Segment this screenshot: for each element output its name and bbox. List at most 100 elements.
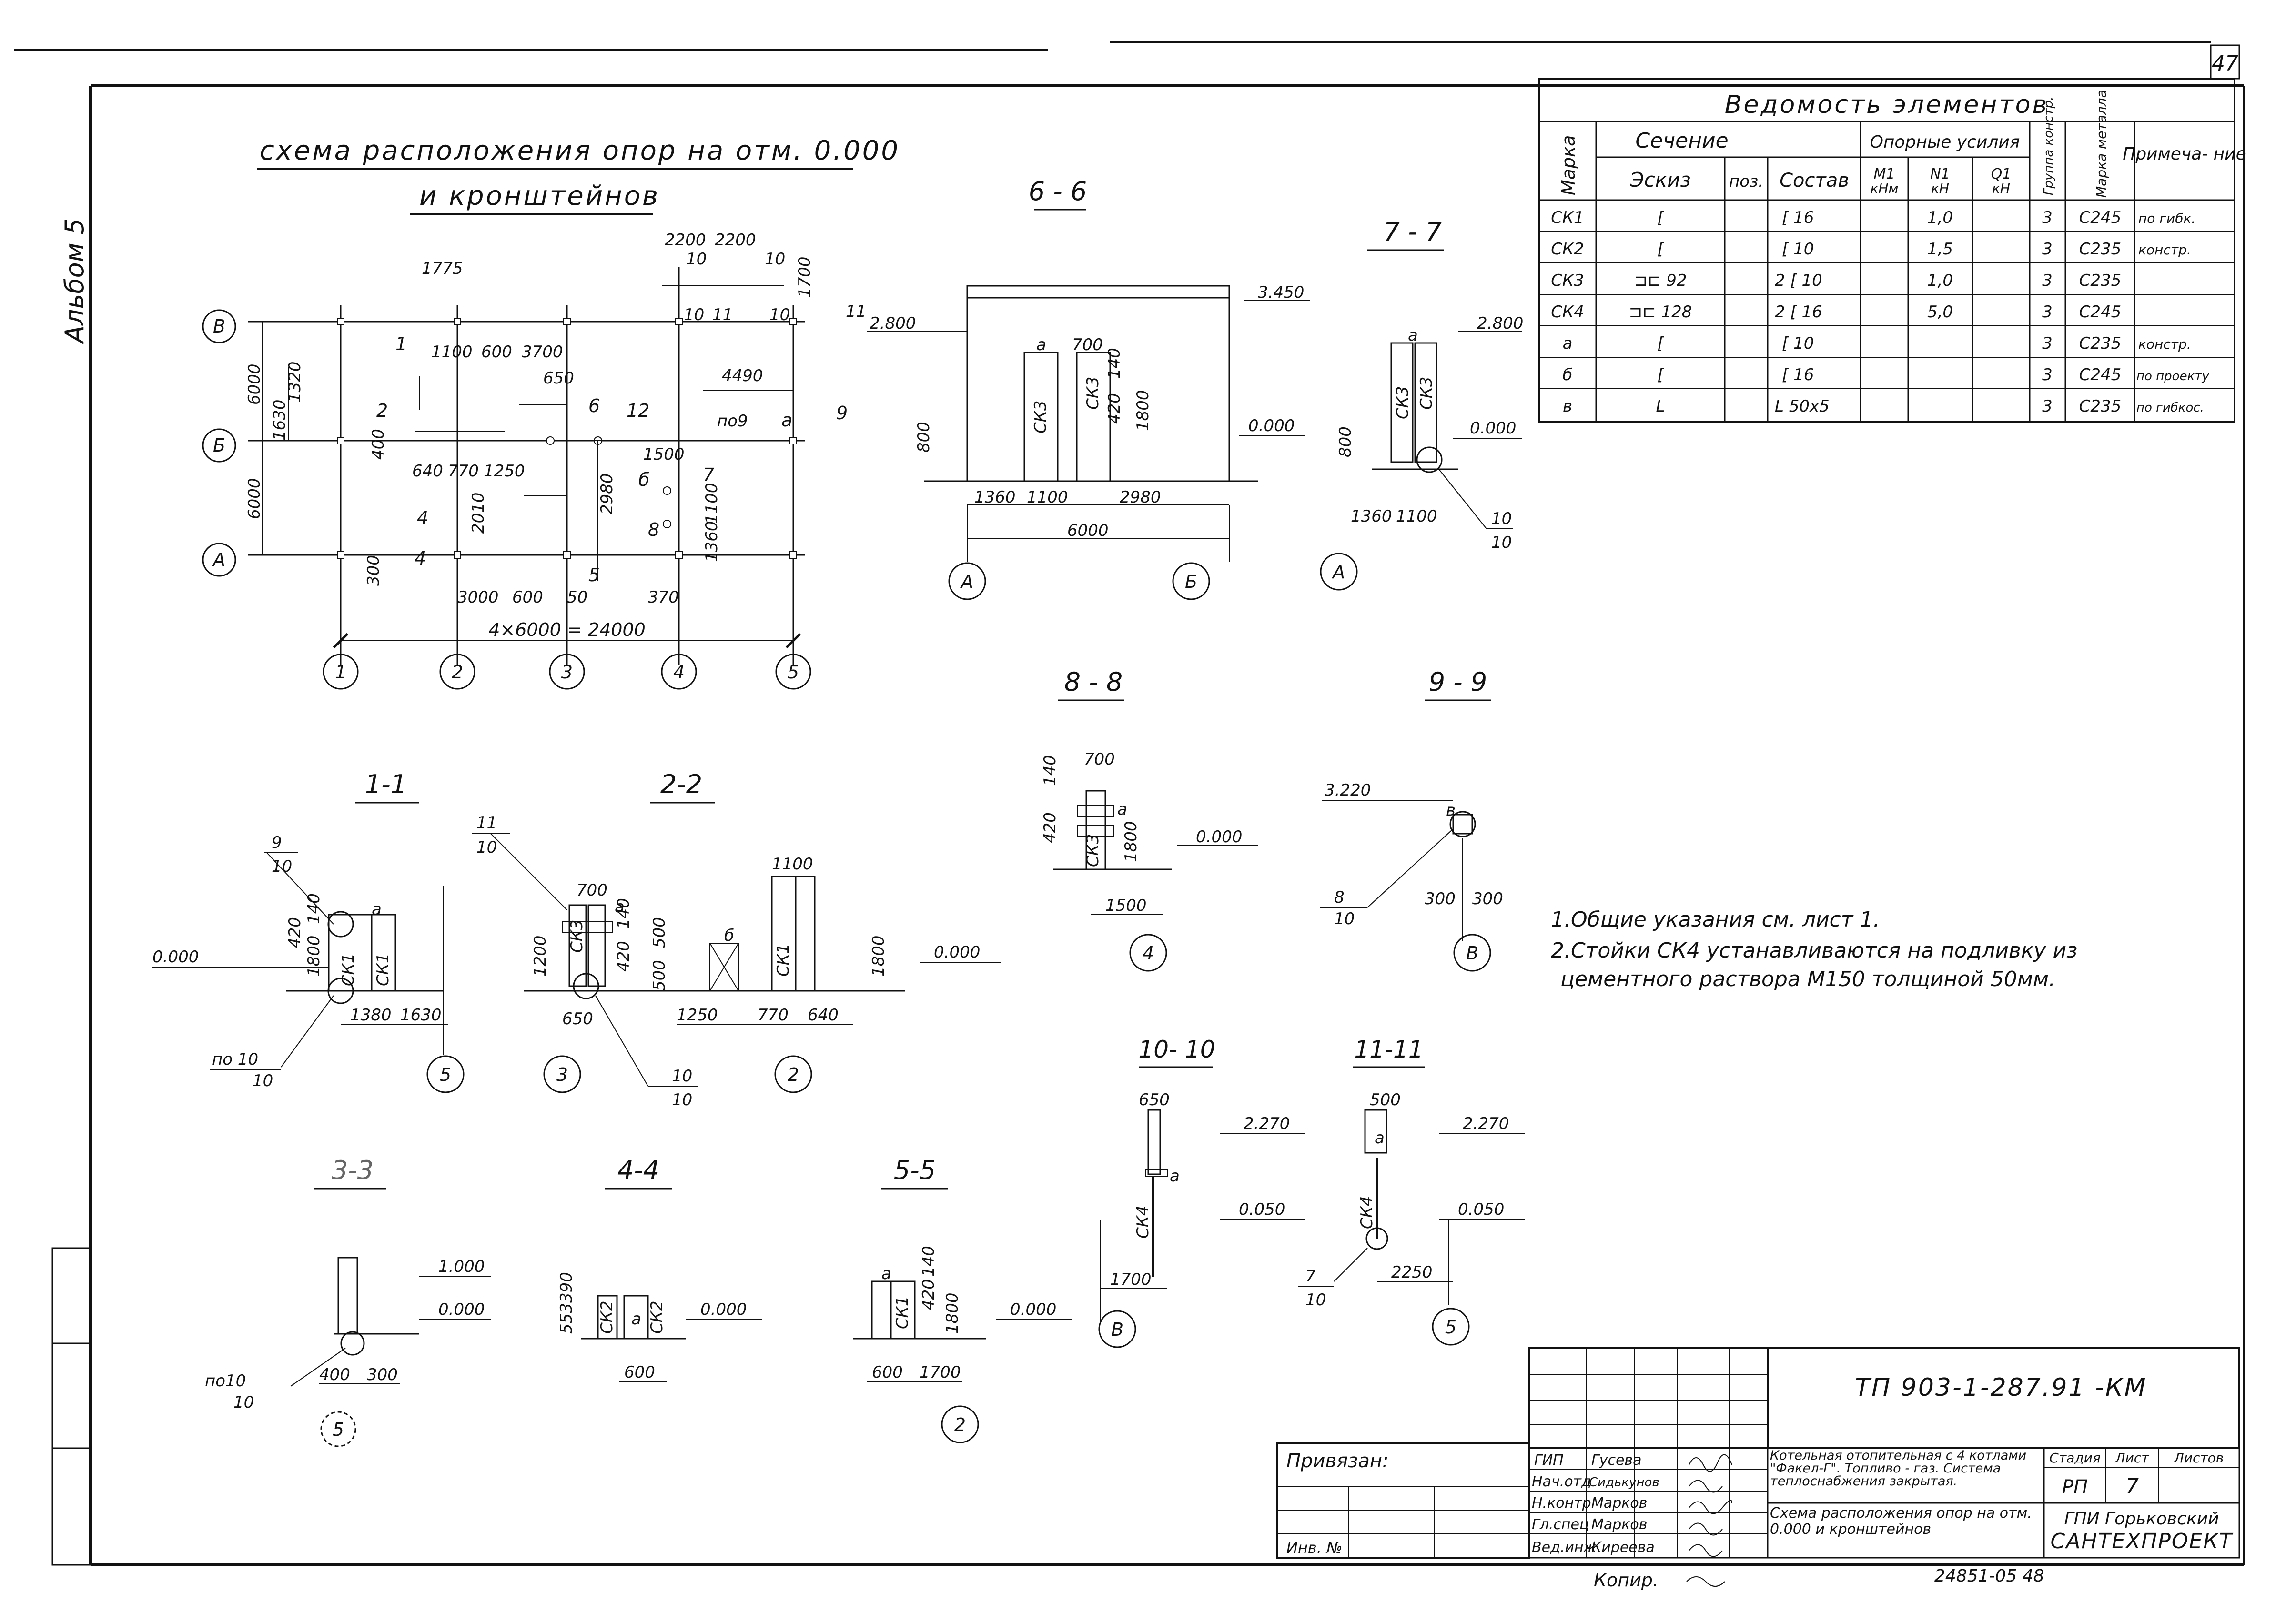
section-5-5-title: 5-5	[894, 1155, 936, 1185]
dim-1630: 1630	[270, 399, 289, 441]
s33-axis: 5	[333, 1419, 344, 1440]
dim-1100: 1100	[431, 343, 473, 362]
s1010-axis: В	[1111, 1319, 1123, 1340]
copier-signature	[1686, 1576, 1725, 1587]
s22-callout2-den: 10	[672, 1090, 692, 1109]
s11-mark-a: а	[372, 900, 382, 919]
s11-ck1-b: СК1	[374, 953, 393, 986]
s22-ck1: СК1	[774, 943, 793, 977]
s77-callout-num: 10	[1491, 509, 1512, 528]
dim-10a: 10	[686, 250, 707, 269]
s66-dim-1360: 1360	[974, 488, 1016, 507]
s44-mark-a: а	[631, 1310, 641, 1329]
s11-ck1-a: СК1	[339, 953, 358, 986]
s1111-axis: 5	[1445, 1317, 1456, 1338]
s66-axis-a: А	[960, 571, 973, 592]
row3-mark: СК3	[1551, 271, 1584, 290]
th-mark: Марка	[1558, 135, 1579, 195]
dim-1360: 1360	[702, 521, 721, 562]
s11-dim-1380: 1380	[350, 1006, 392, 1025]
s44-dim-390: 390	[557, 1272, 576, 1303]
th-steel: Марка металла	[2094, 90, 2109, 198]
mark-b-plan: б	[638, 469, 649, 490]
label-kopir: Копир.	[1594, 1570, 1659, 1591]
row7-steel: С235	[2079, 397, 2122, 416]
axis-row-a: А	[212, 549, 225, 570]
row1-n1: 1,0	[1927, 208, 1953, 227]
s22-dim-1200: 1200	[531, 935, 550, 977]
cut-4a: 4	[417, 507, 428, 528]
section-3-3-title: 3-3	[332, 1155, 374, 1185]
s11-dim-140: 140	[304, 893, 324, 924]
dim-400: 400	[369, 429, 388, 460]
s55-dim-1800: 1800	[943, 1292, 962, 1334]
row1-mark: СК1	[1551, 208, 1584, 227]
s66-mark-a: а	[1036, 335, 1046, 354]
s22-dim-1100: 1100	[772, 855, 813, 874]
plan-title-line1: схема расположения опор на отм. 0.000	[260, 135, 900, 166]
doc-code: ТП 903-1-287.91 -КМ	[1855, 1373, 2147, 1402]
row3-n1: 1,0	[1927, 271, 1953, 290]
s22-dim-640: 640	[808, 1006, 839, 1025]
s11-dim-420: 420	[285, 917, 304, 948]
s99-callout-num: 8	[1334, 888, 1345, 907]
s66-dim-2980: 2980	[1120, 488, 1161, 507]
dim-11a: 11	[712, 305, 733, 324]
s77-ck3-b: СК3	[1417, 376, 1436, 410]
cut-5: 5	[588, 565, 600, 585]
section-7-7-title: 7 - 7	[1384, 217, 1442, 247]
s88-dim-140: 140	[1041, 755, 1060, 786]
th-n1: N1	[1930, 166, 1950, 182]
s99-callout-den: 10	[1334, 909, 1355, 928]
s1111-ck4: СК4	[1357, 1196, 1376, 1229]
dim-2980: 2980	[597, 473, 617, 514]
axis-col-3: 3	[561, 662, 573, 683]
s55-axis: 2	[954, 1414, 966, 1435]
s66-dim-700: 700	[1072, 335, 1103, 354]
dim-10d: 10	[769, 305, 790, 324]
row4-comp: 2 [ 16	[1775, 302, 1822, 322]
org-line2: САНТЕХПРОЕКТ	[2051, 1529, 2234, 1553]
row4-mark: СК4	[1551, 302, 1584, 322]
th-stage: Стадия	[2049, 1450, 2100, 1466]
row6-steel: С245	[2079, 365, 2122, 384]
s11-lev-0000: 0.000	[152, 948, 199, 967]
section-7-7: 7 - 7 СК3 СК3 а 2.800 0.000 800 1360 110…	[1320, 217, 1523, 591]
note-1: 1.Общие указания см. лист 1.	[1551, 907, 1880, 932]
s22-dim-500a: 500	[650, 960, 669, 991]
s33-dim-300: 300	[367, 1365, 398, 1384]
s88-mark-a: а	[1117, 800, 1127, 819]
s22-dim-700: 700	[577, 881, 607, 900]
section-4-4: 4-4 СК2 СК2 а 553 390 0.000 600	[557, 1155, 762, 1382]
dim-1250: 1250	[484, 462, 525, 481]
row6-note: по проекту	[2136, 369, 2209, 383]
section-1-1: 1-1 СК1 СК1 а 140 420 1800 0.000 9 10 по…	[152, 769, 465, 1093]
signatures	[1689, 1454, 1732, 1557]
s22-axis-3: 3	[556, 1064, 568, 1085]
s1111-callout-num: 7	[1305, 1267, 1316, 1286]
note-3: цементного раствора М150 толщиной 50мм.	[1560, 967, 2055, 991]
row7-group: 3	[2042, 397, 2053, 416]
s66-lev-3450: 3.450	[1258, 283, 1304, 302]
s66-dim-1100: 1100	[1027, 488, 1068, 507]
sheet-value: 7	[2125, 1474, 2139, 1499]
dim-2010: 2010	[469, 492, 488, 534]
section-9-9-title: 9 - 9	[1429, 667, 1487, 697]
dim-1700: 1700	[795, 256, 814, 298]
row7-comp: L 50x5	[1775, 397, 1830, 416]
s33-callout-num: по10	[205, 1371, 246, 1391]
row1-comp: [ 16	[1782, 208, 1814, 227]
s22-dim-770: 770	[758, 1006, 789, 1025]
sheet-number: 47	[2212, 51, 2238, 76]
elements-table: Ведомость элементов Марка Сечение Эскиз …	[1538, 78, 2246, 423]
th-m1: M1	[1874, 166, 1895, 182]
dim-6000-lower: 6000	[245, 478, 264, 519]
dim-2200b: 2200	[715, 231, 756, 250]
cut-2: 2	[376, 400, 388, 421]
dim-11b: 11	[846, 302, 866, 321]
sheet-title: Схема расположения опор на отм. 0.000 и …	[1770, 1505, 2032, 1538]
cut-8: 8	[648, 519, 659, 540]
th-sheet: Лист	[2115, 1450, 2150, 1466]
section-5-5: 5-5 СК1 а 140 420 1800 0.000 600 1700 2	[853, 1155, 1072, 1443]
th-group: Группа констр.	[2042, 97, 2056, 195]
